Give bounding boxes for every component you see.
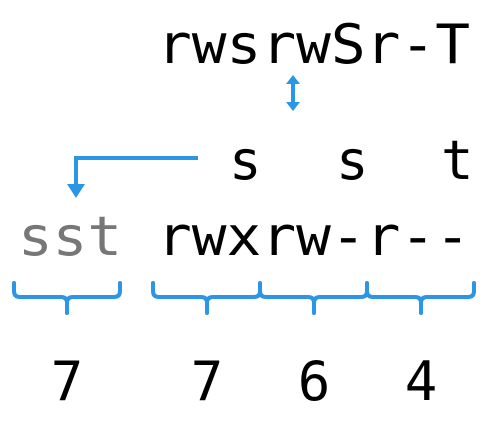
octal-digit-owner: 7	[191, 350, 224, 413]
base-permissions: rwxrw-r--	[157, 205, 470, 268]
octal-digit-group: 6	[298, 350, 331, 413]
brace-special	[12, 281, 122, 315]
special-bit-setgid: s	[336, 129, 369, 192]
brace-group	[258, 281, 369, 315]
brace-other	[365, 281, 476, 315]
elbow-arrow-icon	[67, 156, 198, 198]
brace-owner	[151, 281, 262, 315]
octal-digit-other: 4	[405, 350, 438, 413]
double-arrow-icon	[286, 75, 300, 111]
special-bit-setuid: s	[229, 129, 262, 192]
special-bits-label: sst	[18, 205, 122, 268]
octal-digit-special: 7	[51, 350, 84, 413]
special-bit-sticky: t	[441, 129, 474, 192]
symbolic-permissions-top: rwsrwSr-T	[157, 13, 470, 76]
